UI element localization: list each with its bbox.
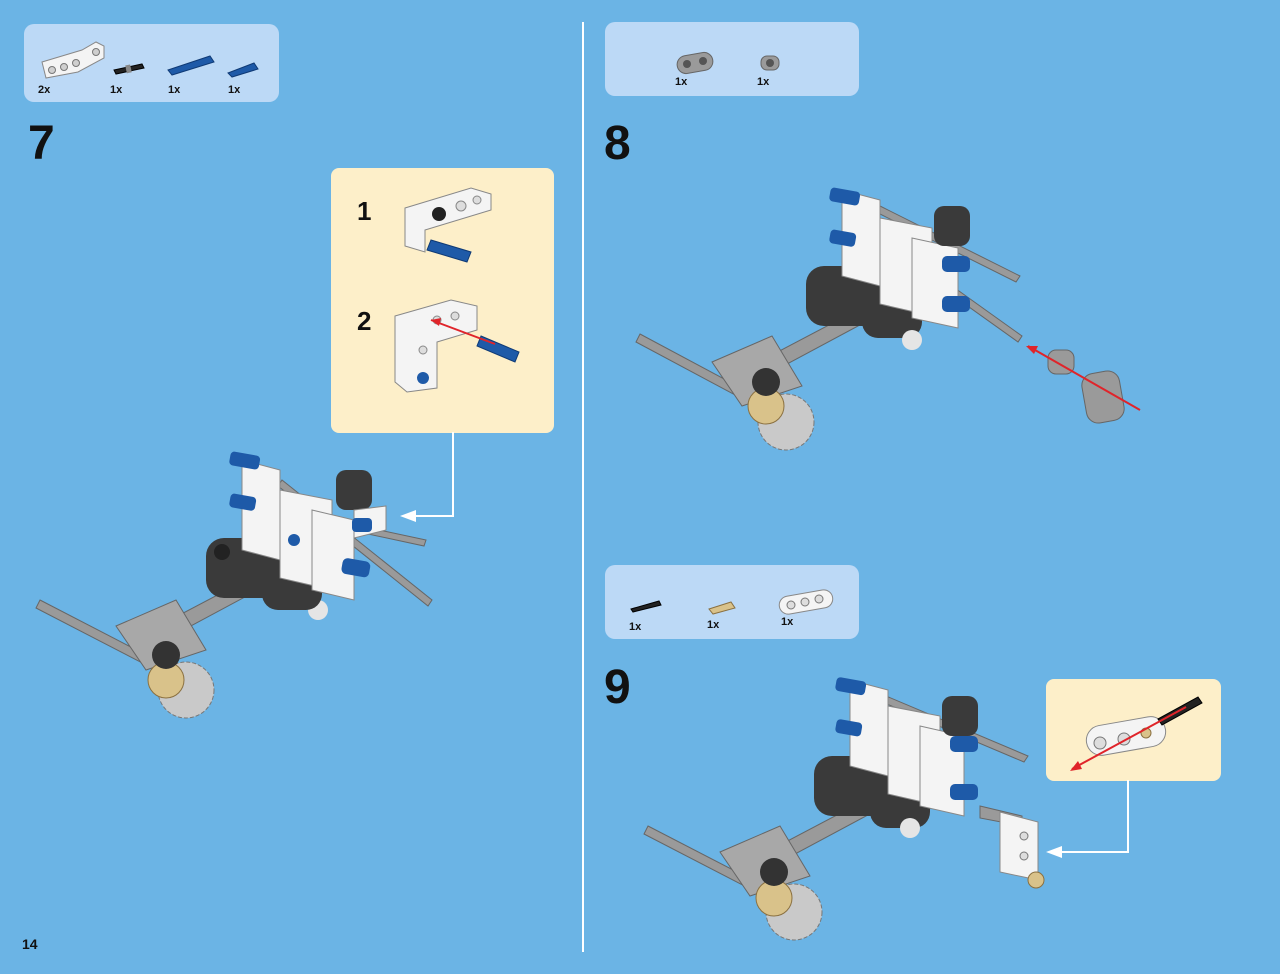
sub-assembly-callout bbox=[1046, 679, 1221, 781]
part-qty: 1x bbox=[781, 616, 794, 628]
part-qty: 1x bbox=[168, 84, 181, 96]
blue-axle-pin-icon bbox=[227, 62, 259, 78]
part-qty: 1x bbox=[228, 84, 241, 96]
sub-assembly-illustration bbox=[1070, 696, 1203, 771]
parts-list-step-7: 2x 1x 1x 1x bbox=[24, 24, 279, 102]
page-number: 14 bbox=[22, 936, 38, 952]
gray-double-beam-icon bbox=[676, 51, 714, 75]
part-qty: 1x bbox=[629, 621, 642, 633]
parts-list-step-9: 1x 1x 1x bbox=[605, 565, 859, 639]
part-qty: 1x bbox=[675, 76, 688, 88]
page-divider bbox=[582, 22, 584, 952]
tan-half-pin-icon bbox=[708, 601, 736, 615]
part-qty: 1x bbox=[707, 619, 720, 631]
gray-bush-icon bbox=[760, 55, 780, 71]
blue-long-axle-pin-icon bbox=[167, 55, 215, 76]
step-7-model-illustration bbox=[35, 451, 433, 719]
parts-list-step-8: 1x 1x bbox=[605, 22, 859, 96]
step-8-model-illustration bbox=[635, 187, 1141, 451]
sub-step-number: 2 bbox=[357, 306, 372, 336]
step-number: 9 bbox=[604, 661, 631, 714]
step-9-model-illustration bbox=[643, 677, 1045, 941]
black-connector-pin-icon bbox=[113, 63, 145, 75]
step-number: 8 bbox=[604, 117, 631, 170]
sub-assembly-callout: 1 2 bbox=[331, 168, 554, 433]
part-qty: 1x bbox=[110, 84, 123, 96]
white-angled-beam-icon bbox=[41, 41, 105, 79]
sub-assembly-2-illustration bbox=[394, 299, 520, 393]
sub-step-number: 1 bbox=[357, 196, 372, 226]
black-connector-pin-icon bbox=[630, 600, 662, 613]
callout-connector-arrow bbox=[1046, 780, 1129, 858]
part-qty: 1x bbox=[757, 76, 770, 88]
callout-connector-arrow bbox=[400, 432, 454, 522]
part-qty: 2x bbox=[38, 84, 51, 96]
step-number: 7 bbox=[28, 117, 55, 170]
white-beam-3-icon bbox=[778, 589, 834, 615]
sub-assembly-1-illustration bbox=[404, 187, 492, 263]
